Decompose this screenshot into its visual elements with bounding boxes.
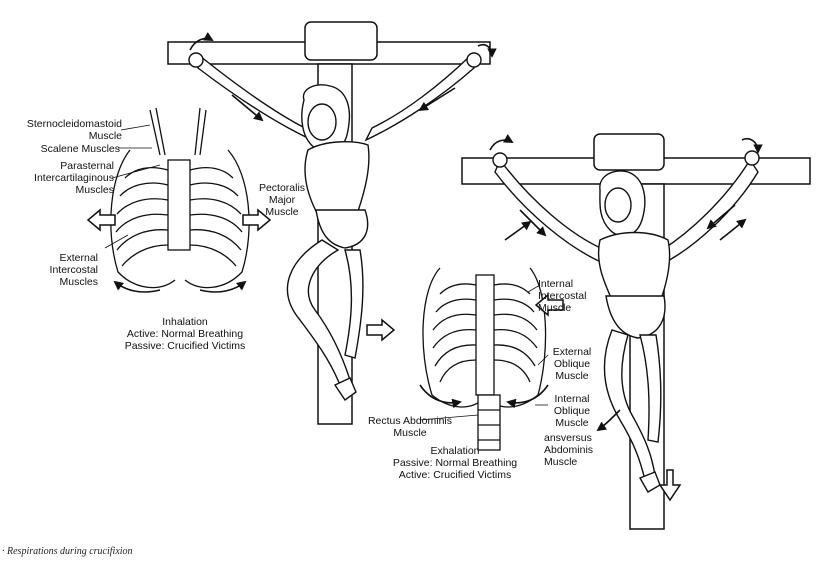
label-line: Muscle (544, 456, 578, 468)
left-leader-lines (104, 124, 161, 249)
inhalation-arrows (86, 208, 272, 232)
label-line: Intercostal (538, 290, 587, 302)
inhalation-curved-arrows (113, 280, 247, 293)
right-leader-lines (419, 284, 549, 421)
internal-intercostal-label: Internal Intercostal Muscle (538, 278, 608, 314)
inhalation-block: Inhalation Active: Normal Breathing Pass… (110, 316, 260, 352)
arrow-right-outline (366, 318, 396, 342)
label-line: Muscle (265, 206, 299, 218)
exhalation-active: Active: Crucified Victims (398, 469, 512, 481)
right-figure (492, 150, 760, 493)
label-line: Muscle (538, 302, 572, 314)
inhalation-title: Inhalation (162, 316, 208, 328)
label-line: Muscle (393, 427, 427, 439)
exhalation-passive: Passive: Normal Breathing (392, 457, 518, 469)
pectoralis-label: Pectoralis Major Muscle (256, 182, 308, 218)
label-line: Sternocleidomastoid (26, 118, 122, 130)
exhalation-title: Exhalation (430, 445, 480, 457)
label-line: Rectus Abdominis (367, 415, 453, 427)
label-line: Internal (554, 393, 590, 405)
label-line: ansversus (544, 432, 592, 444)
internal-oblique-label: Internal Oblique Muscle (546, 393, 598, 429)
exhalation-arrows (366, 293, 564, 342)
label-line: Pectoralis (258, 182, 306, 194)
right-figure-arrows (489, 134, 763, 432)
label-line: Scalene Muscles (40, 143, 120, 155)
label-line: External (552, 346, 592, 358)
figure-caption: · Respirations during crucifixion (2, 546, 133, 557)
label-line: Oblique (553, 405, 591, 417)
arrow-right-outline (242, 208, 272, 232)
label-line: Muscle (88, 130, 122, 142)
transversus-label: ansversus Abdominis Muscle (544, 432, 604, 468)
label-line: Muscles (75, 184, 114, 196)
label-line: Major (268, 194, 296, 206)
label-line: External (59, 252, 98, 264)
sternocleidomastoid-label: Sternocleidomastoid Muscle (14, 118, 122, 142)
arrow-left-outline (534, 293, 564, 317)
arrow-left-outline (86, 208, 116, 232)
inhalation-active: Active: Normal Breathing (126, 328, 244, 340)
rectus-abdominis-label: Rectus Abdominis Muscle (360, 415, 460, 439)
label-line: Parasternal (60, 160, 114, 172)
exhalation-block: Exhalation Passive: Normal Breathing Act… (380, 445, 530, 481)
label-line: Intercostal (49, 264, 98, 276)
inhalation-passive: Passive: Crucified Victims (124, 340, 246, 352)
left-figure (188, 52, 482, 401)
label-line: Oblique (553, 358, 591, 370)
label-line: Abdominis (544, 444, 594, 456)
external-oblique-label: External Oblique Muscle (546, 346, 598, 382)
label-line: Muscle (555, 370, 589, 382)
external-intercostal-label: External Intercostal Muscles (14, 252, 98, 288)
label-line: Muscles (59, 276, 98, 288)
exhalation-ribcage (422, 267, 547, 451)
label-line: Muscle (555, 417, 589, 429)
inhalation-ribcage (110, 107, 250, 289)
label-line: Internal (538, 278, 574, 290)
left-figure-arrows (189, 32, 497, 122)
exhalation-curved-arrows (419, 384, 549, 409)
down-arrow (658, 469, 682, 502)
scalene-label: Scalene Muscles (14, 143, 120, 155)
parasternal-label: Parasternal Intercartilaginous Muscles (14, 160, 114, 196)
label-line: Intercartilaginous (34, 172, 114, 184)
